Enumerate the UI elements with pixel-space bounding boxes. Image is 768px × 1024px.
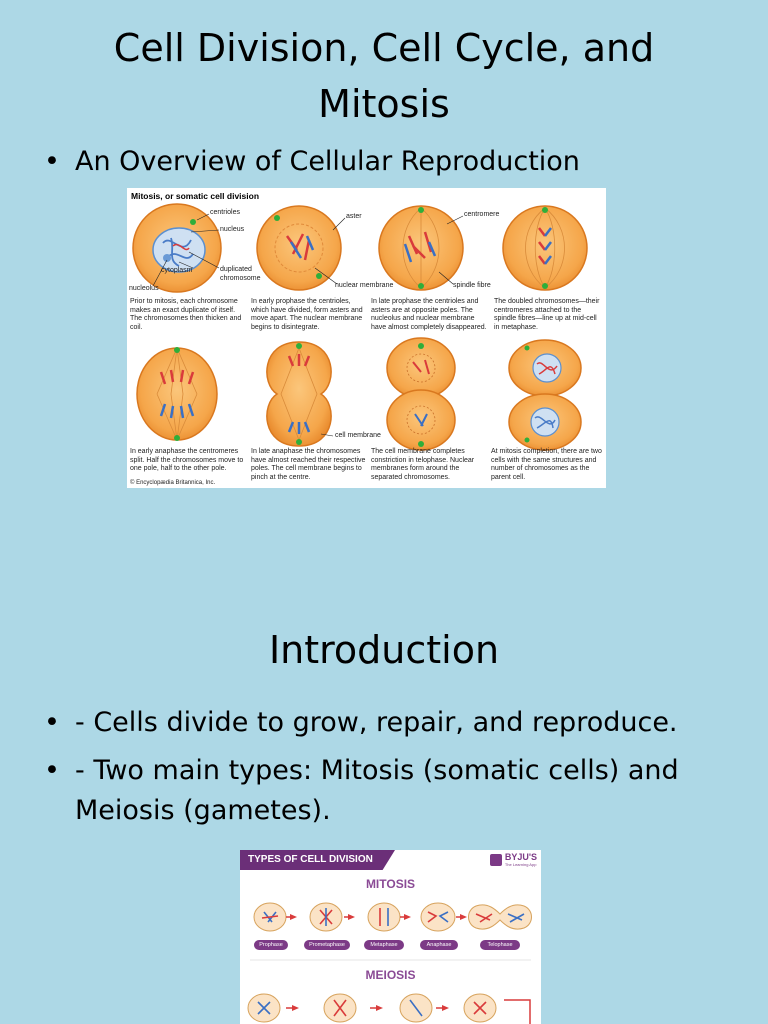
caption-6: In late anaphase the chromosomes have al… [251, 448, 366, 481]
phase-label-prometaphase: Prometaphase [309, 942, 345, 948]
mitosis-figure: Mitosis, or somatic cell division centri… [127, 188, 606, 488]
bullet-text: An Overview of Cellular Reproduction [75, 146, 580, 177]
phase-pill [254, 940, 288, 950]
slide-1-title: Cell Division, Cell Cycle, and Mitosis [0, 20, 768, 132]
caption-1: Prior to mitosis, each chromosome makes … [130, 298, 242, 331]
brand-logo: BYJU'S The Learning App [489, 852, 537, 867]
cell-early-anaphase [136, 347, 218, 441]
phase-pill [480, 940, 520, 950]
slide-2-bullet-1: • - Cells divide to grow, repair, and re… [44, 703, 734, 743]
label-leader-lines [152, 213, 464, 437]
arrow-icon [442, 1005, 449, 1011]
caption-8: At mitosis completion, there are two cel… [491, 448, 602, 481]
slide-2-bullet-2: • - Two main types: Mitosis (somatic cel… [44, 751, 734, 831]
arrow-icon [290, 914, 297, 920]
label-nucleolus: nucleolus [129, 285, 159, 292]
label-spindle-fibre: spindle fibre [453, 282, 491, 289]
brand-icon [489, 854, 502, 866]
brand-tagline: The Learning App [504, 862, 537, 867]
cell-interphase [132, 203, 222, 293]
cell-metaphase [502, 205, 588, 291]
caption-2: In early prophase the centrioles, which … [251, 298, 363, 331]
phase-label-telophase: Telophase [487, 942, 513, 948]
slide-1-title-line-1: Cell Division, Cell Cycle, and [113, 26, 655, 70]
division-diagram [247, 902, 532, 1024]
slide-2-title: Introduction [268, 628, 500, 672]
meiosis-heading: MEIOSIS [365, 968, 416, 982]
mitosis-heading: MITOSIS [365, 877, 416, 891]
telophase-cell [468, 904, 532, 930]
arrow-icon [460, 914, 467, 920]
figure-credit: © Encyclopædia Britannica, Inc. [130, 480, 216, 486]
cell-daughter-cells [508, 339, 582, 451]
label-aster: aster [346, 213, 362, 220]
bullet-text: - Two main types: Mitosis (somatic cells… [75, 755, 679, 826]
metaphase-cell [367, 902, 401, 932]
mitosis-figure-art [132, 203, 588, 451]
cell-late-prophase [378, 205, 464, 291]
label-cell-membrane: cell membrane [335, 432, 381, 439]
phase-pill [420, 940, 458, 950]
cell-late-anaphase [266, 341, 332, 447]
figure-banner: TYPES OF CELL DIVISION [240, 850, 395, 870]
arrow-icon [348, 914, 355, 920]
cell-telophase [386, 337, 456, 451]
slide-1-title-line-2: Mitosis [318, 82, 450, 126]
caption-3: In late prophase the centrioles and aste… [371, 298, 487, 331]
caption-7: The cell membrane completes constriction… [371, 448, 475, 481]
mitosis-figure-title: Mitosis, or somatic cell division [131, 191, 260, 201]
bullet-dot: • [44, 755, 60, 786]
phase-pill [304, 940, 350, 950]
cell-early-prophase [256, 205, 342, 291]
phase-label-prophase: Prophase [259, 942, 283, 948]
bullet-text: - Cells divide to grow, repair, and repr… [75, 707, 678, 738]
brand-name: BYJU'S [504, 852, 537, 862]
arrow-icon [404, 914, 411, 920]
caption-5: In early anaphase the centromeres split.… [130, 448, 244, 473]
slide-1-bullet: • An Overview of Cellular Reproduction [44, 142, 580, 182]
phase-pill [364, 940, 404, 950]
arrow-icon [292, 1005, 299, 1011]
phase-label-anaphase: Anaphase [426, 942, 452, 948]
phase-label-metaphase: Metaphase [370, 942, 398, 948]
caption-4: The doubled chromosomes—their centromere… [494, 298, 600, 331]
label-nucleus: nucleus [220, 226, 245, 233]
arrow-icon [376, 1005, 383, 1011]
anaphase-cell [420, 902, 456, 932]
label-centromere: centromere [464, 211, 500, 218]
label-duplicated-chromosome: duplicated chromosome [220, 266, 261, 282]
label-cytoplasm: cytoplasm [161, 267, 193, 274]
figure-banner-text: TYPES OF CELL DIVISION [248, 854, 373, 865]
label-centrioles: centrioles [210, 209, 240, 216]
bullet-dot: • [44, 707, 60, 738]
label-nuclear-membrane: nuclear membrane [335, 282, 394, 289]
bullet-dot: • [44, 146, 60, 177]
types-of-cell-division-figure: TYPES OF CELL DIVISION BYJU'S The Learni… [240, 850, 541, 1024]
